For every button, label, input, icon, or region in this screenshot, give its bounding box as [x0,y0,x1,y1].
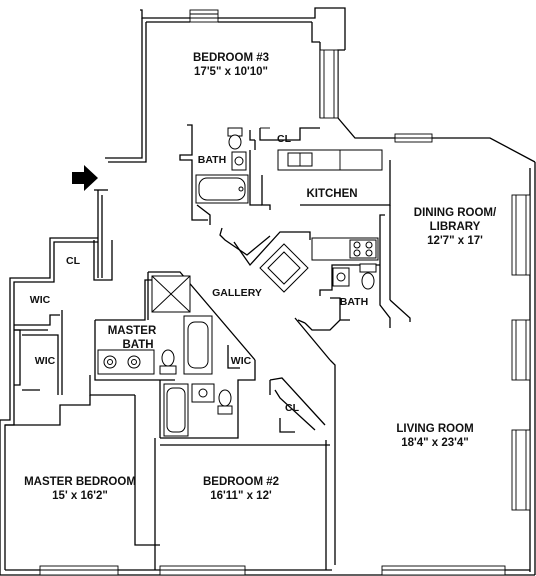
interior-walls [5,124,411,570]
wic-upper-label: WIC [30,294,51,306]
living-room-name: LIVING ROOM [396,423,473,435]
bedroom2-name: BEDROOM #2 [203,476,279,488]
bedroom3-name: BEDROOM #3 [193,52,269,64]
bath-upper-label: BATH [198,154,226,166]
gallery-label: GALLERY [212,287,262,299]
wic-mid-label: WIC [231,355,252,367]
dining-name-line2: LIBRARY [430,221,481,233]
kitchen-label: KITCHEN [306,188,357,200]
wic-lower-label: WIC [35,355,56,367]
master-bedroom-dims: 15' x 16'2" [52,490,108,502]
cl-upper-label: CL [277,133,292,145]
dining-name-line1: DINING ROOM/ [414,207,497,219]
bath-mid-label: BATH [340,296,368,308]
windows [39,9,531,576]
room-labels: BEDROOM #3 17'5" x 10'10" CL BATH KITCHE… [24,52,497,502]
fixtures [97,127,383,437]
cl-lower-label: CL [285,402,300,414]
bedroom2-dims: 16'11" x 12' [210,490,272,502]
master-bedroom-name: MASTER BEDROOM [24,476,136,488]
bedroom3-dims: 17'5" x 10'10" [194,66,268,78]
master-bath-line1: MASTER [108,325,157,337]
dining-dims: 12'7" x 17' [427,235,483,247]
living-room-dims: 18'4" x 23'4" [401,437,469,449]
entry-arrow-icon [72,165,98,191]
master-bath-line2: BATH [122,339,153,351]
cl-left-label: CL [66,255,81,267]
